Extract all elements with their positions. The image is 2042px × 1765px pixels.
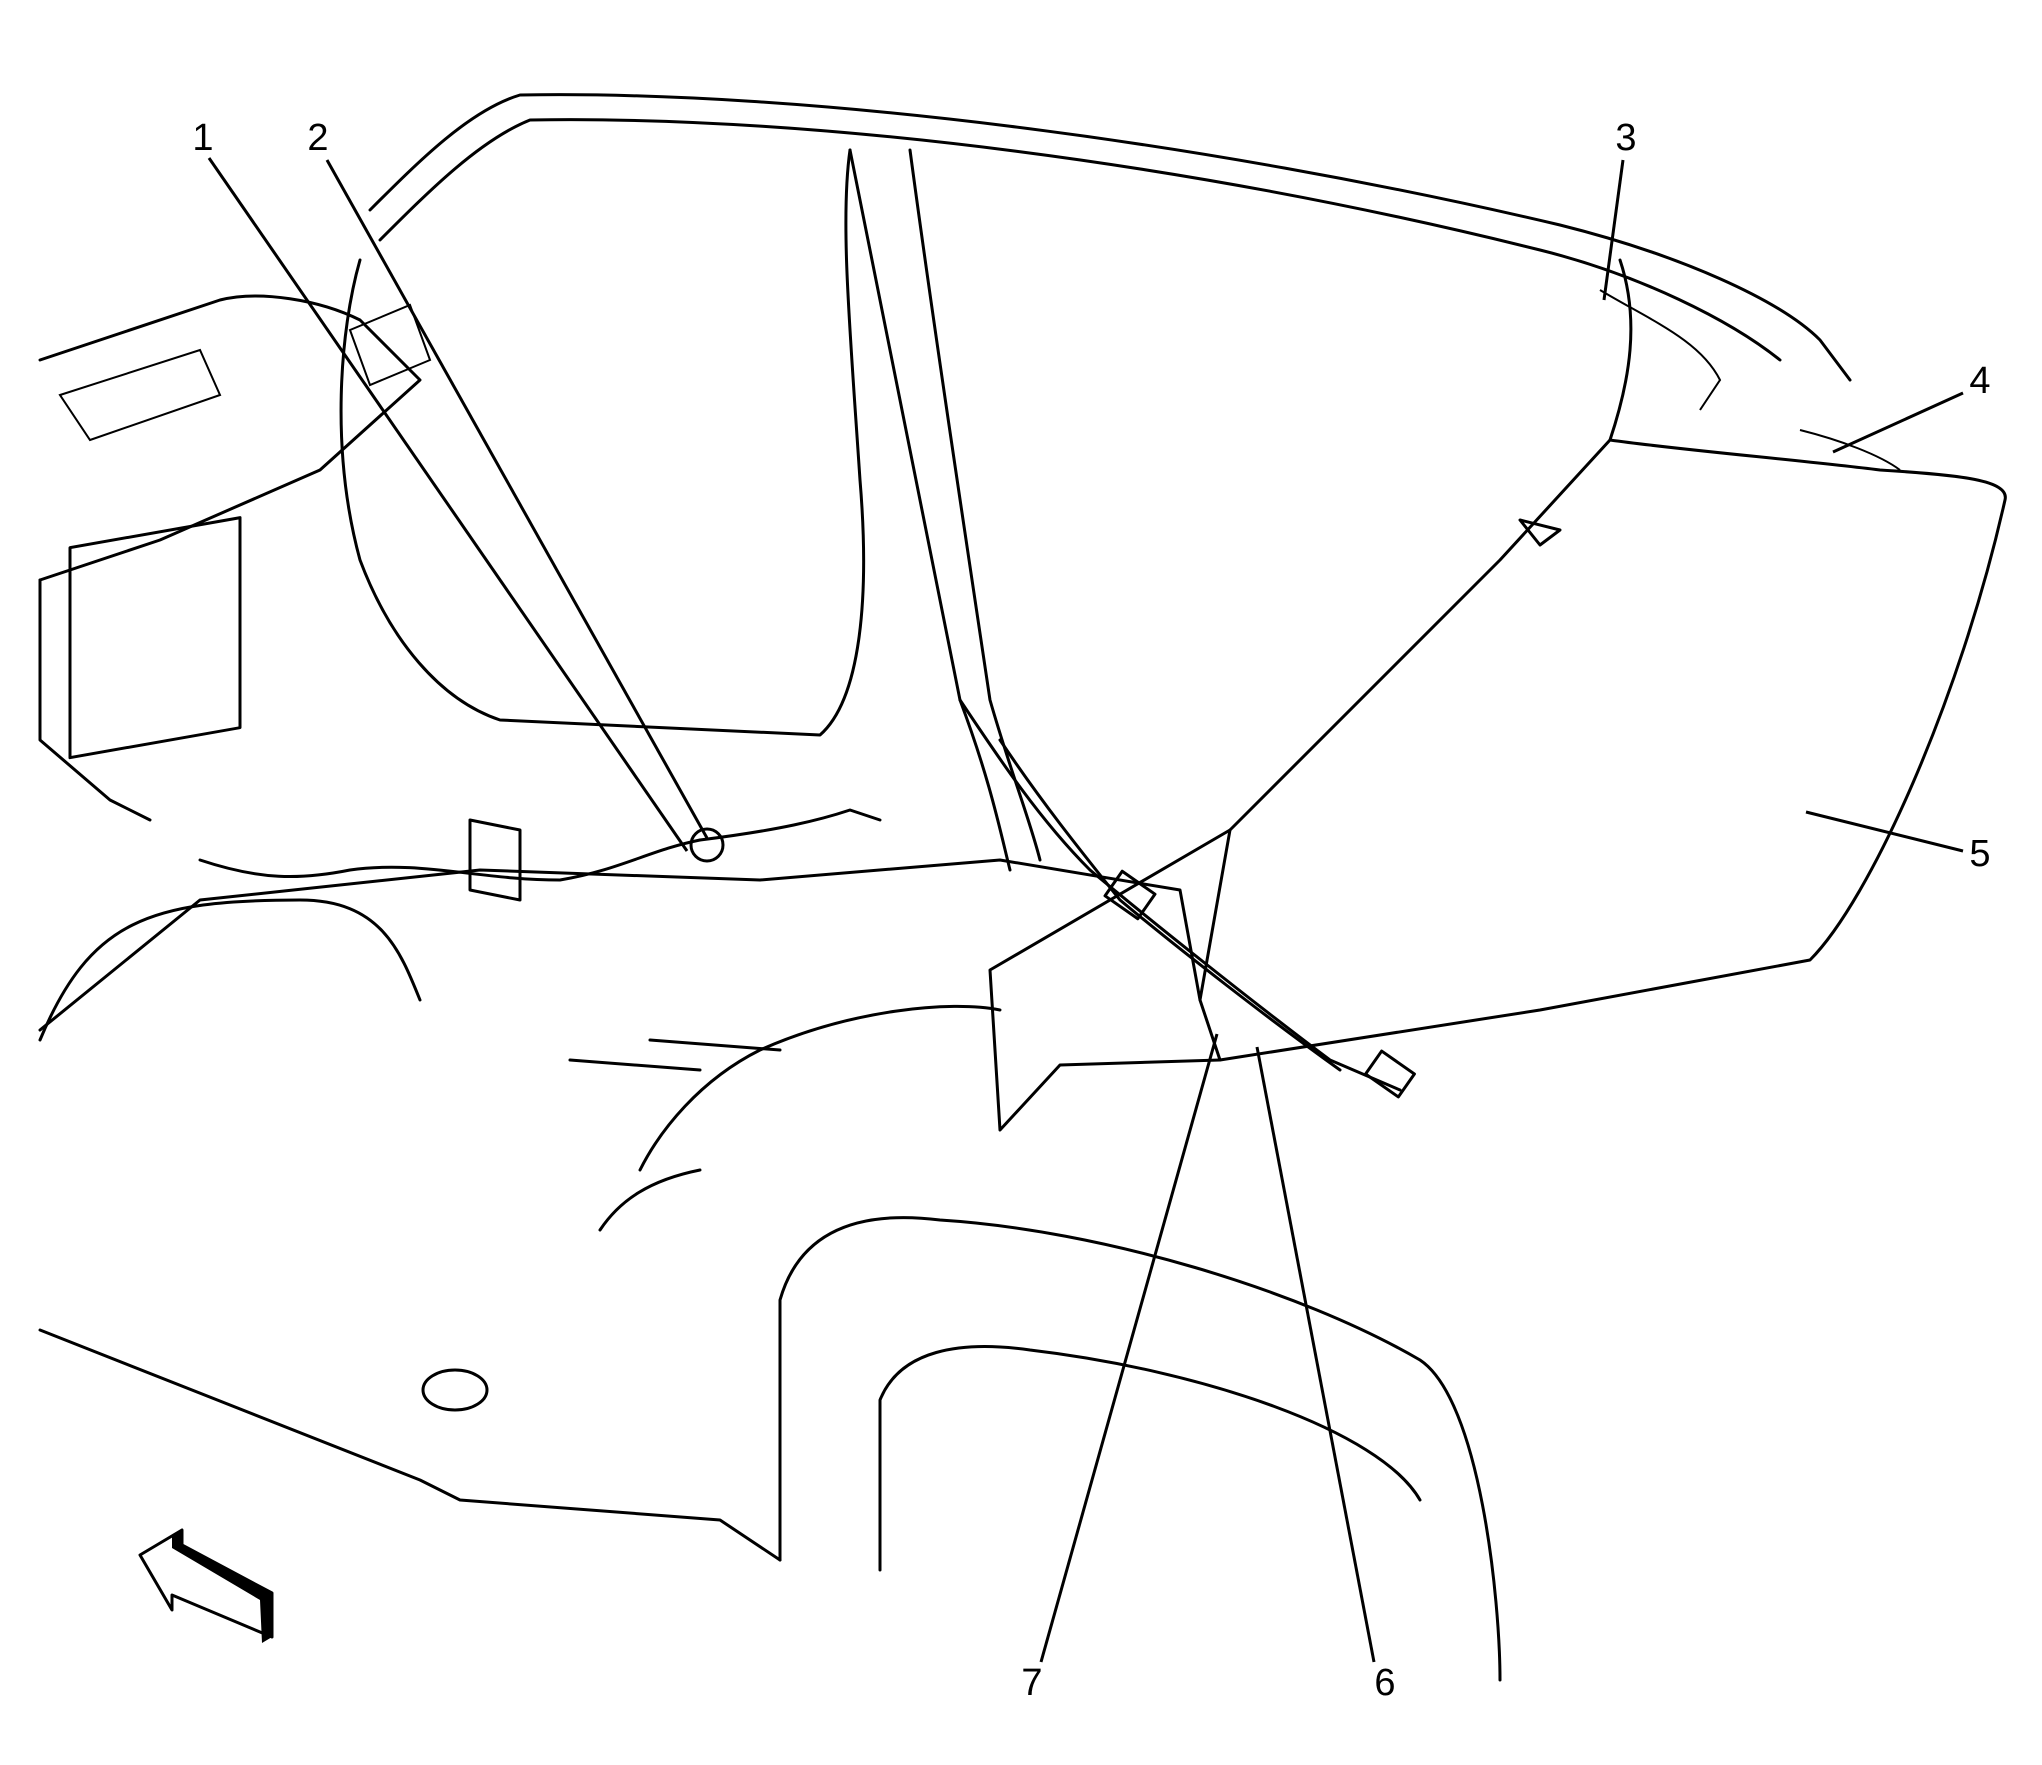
- leader-line-6: [1255, 1046, 1376, 1663]
- body-structure: [38, 93, 2007, 1682]
- callout-4: 4: [1969, 360, 1990, 402]
- leader-line-7: [1039, 1033, 1219, 1663]
- callout-1: 1: [192, 117, 213, 159]
- leader-line-5: [1805, 810, 1964, 853]
- callout-7: 7: [1021, 1662, 1042, 1704]
- front-direction-arrow-icon: [138, 1528, 274, 1643]
- callout-5: 5: [1969, 833, 1990, 875]
- leader-line-1: [207, 157, 689, 852]
- callout-2: 2: [307, 117, 328, 159]
- callout-6: 6: [1374, 1662, 1395, 1704]
- leader-lines: [207, 157, 1964, 1663]
- callout-labels: 1 2 3 4 5 6 7: [192, 117, 1990, 1704]
- leader-line-2: [325, 159, 709, 839]
- callout-3: 3: [1615, 117, 1636, 159]
- leader-line-3: [1602, 159, 1625, 301]
- package-shelf-outline: [1198, 438, 2007, 1062]
- leader-line-4: [1832, 391, 1964, 454]
